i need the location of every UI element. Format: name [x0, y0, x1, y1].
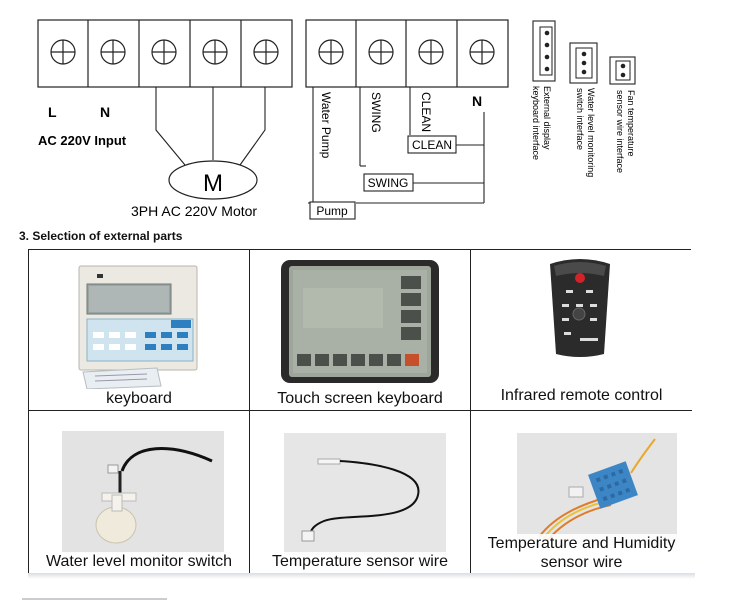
remote-control-icon	[550, 259, 610, 357]
connector-label-water-1: Water level monitoring	[586, 88, 596, 177]
motor-caption: 3PH AC 220V Motor	[131, 203, 257, 219]
component-wires	[308, 87, 485, 204]
terminal-screw-icon	[469, 39, 495, 65]
pump-component-box: Pump	[309, 201, 356, 220]
part-cell-float-switch: Water level monitor switch	[29, 411, 250, 574]
clean-component-box: CLEAN	[407, 135, 457, 154]
terminal-screw-icon	[151, 39, 177, 65]
section-title: 3. Selection of external parts	[19, 229, 183, 243]
right-terminals	[318, 20, 495, 87]
wiring-diagram: L N AC 220V Input M 3PH AC 220V Motor Wa…	[37, 19, 636, 220]
part-caption-temperature-sensor: Temperature sensor wire	[250, 552, 470, 571]
float-switch-icon	[62, 431, 224, 553]
part-caption-keyboard: keyboard	[106, 390, 172, 407]
part-caption-float-switch: Water level monitor switch	[29, 552, 249, 571]
connector-label-display-2: keyboard interface	[531, 86, 541, 160]
wall-keyboard-icon	[78, 265, 198, 389]
terminal-screw-icon	[50, 39, 76, 65]
part-caption-remote: Infrared remote control	[500, 387, 663, 404]
part-cell-humidity-sensor: Temperature and Humidity sensor wire	[471, 411, 692, 574]
touch-screen-icon	[281, 260, 439, 383]
label-n: N	[100, 104, 110, 120]
left-terminals	[50, 20, 279, 87]
motor-wires	[155, 87, 266, 166]
temperature-sensor-icon	[284, 433, 446, 555]
terminal-label-swing: SWING	[369, 92, 383, 133]
footer-divider	[22, 598, 167, 600]
humidity-sensor-icon	[517, 433, 677, 545]
terminal-screw-icon	[418, 39, 444, 65]
terminal-screw-icon	[368, 39, 394, 65]
terminal-label-n: N	[472, 93, 482, 109]
part-caption-touch-screen: Touch screen keyboard	[277, 390, 443, 407]
part-cell-keyboard: keyboard	[29, 250, 250, 411]
terminal-label-water-pump: Water Pump	[319, 92, 333, 159]
terminal-screw-icon	[202, 39, 228, 65]
part-cell-remote: Infrared remote control	[471, 250, 692, 411]
motor-symbol	[168, 160, 258, 200]
label-l: L	[48, 104, 57, 120]
connector-external-display	[532, 20, 556, 82]
connector-label-water-2: switch interface	[575, 88, 585, 150]
motor-letter: M	[203, 170, 223, 197]
swing-component-box: SWING	[363, 173, 414, 192]
input-label: AC 220V Input	[38, 133, 127, 148]
part-cell-touch-screen: Touch screen keyboard	[250, 250, 471, 411]
grid-shadow	[28, 573, 695, 579]
part-caption-humidity-sensor: Temperature and Humidity sensor wire	[471, 534, 692, 572]
clean-box-label: CLEAN	[412, 138, 452, 152]
parts-grid: keyboard Touch screen keyboard	[28, 249, 692, 574]
grid-divider	[470, 250, 471, 574]
connector-label-fan-1: Fan temperature	[626, 90, 636, 157]
grid-divider	[29, 410, 692, 411]
grid-divider	[249, 250, 250, 574]
swing-box-label: SWING	[368, 176, 409, 190]
connector-label-fan-2: sensor wire interface	[615, 90, 625, 173]
connector-label-display-1: External display	[542, 86, 552, 150]
connector-fan-temperature	[609, 56, 636, 85]
connector-water-level	[569, 42, 598, 84]
terminal-screw-icon	[253, 39, 279, 65]
terminal-screw-icon	[318, 39, 344, 65]
pump-box-label: Pump	[316, 204, 348, 218]
terminal-screw-icon	[100, 39, 126, 65]
part-cell-temperature-sensor: Temperature sensor wire	[250, 411, 471, 574]
terminal-label-clean: CLEAN	[419, 92, 433, 132]
